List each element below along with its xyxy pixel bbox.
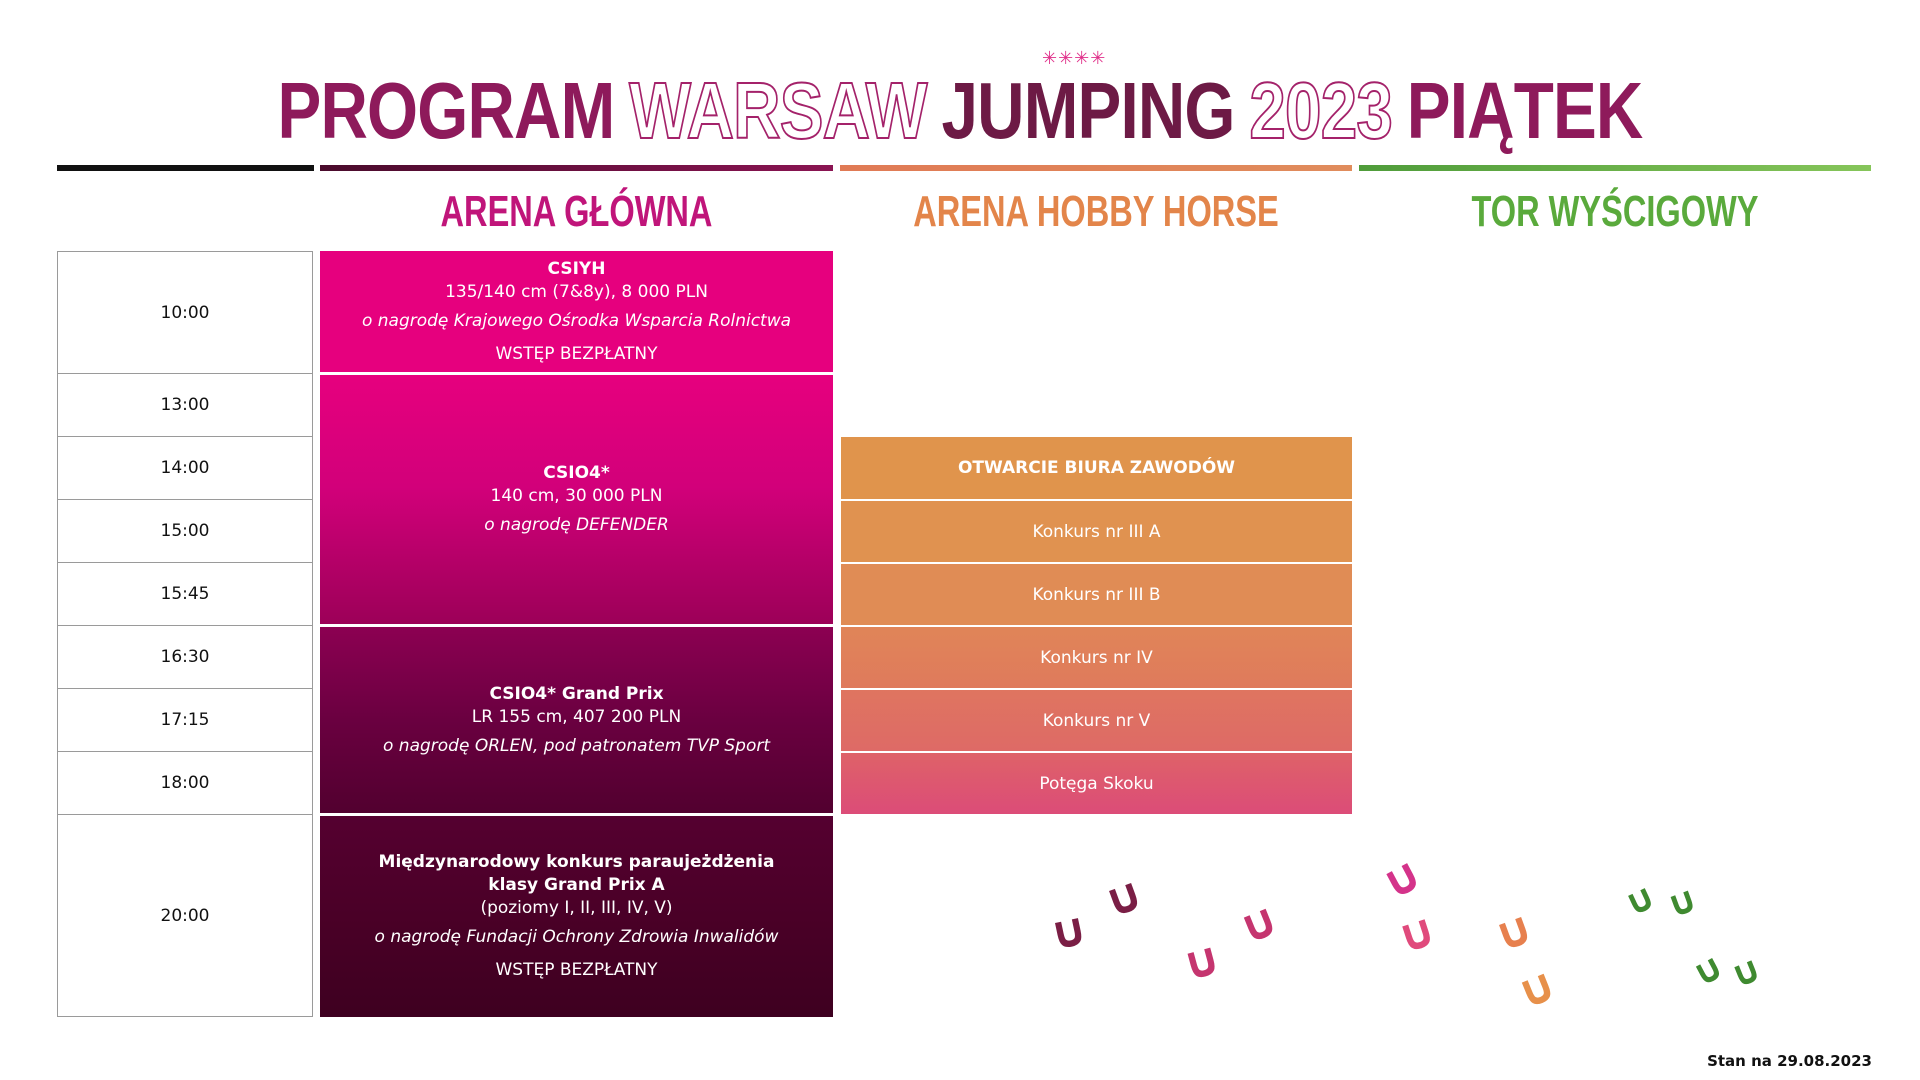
event-title-line2: klasy Grand Prix A bbox=[488, 875, 665, 895]
rule-hobby-arena bbox=[840, 165, 1352, 171]
title-day: PIĄTEK bbox=[1406, 66, 1643, 155]
event-details: (poziomy I, II, III, IV, V) bbox=[480, 898, 673, 918]
title-jumping: JUMPING bbox=[941, 66, 1235, 155]
event-sponsor: o nagrodę Fundacji Ochrony Zdrowia Inwal… bbox=[374, 927, 779, 947]
event-details: 140 cm, 30 000 PLN bbox=[490, 486, 663, 506]
hobby-event-konkurs-v: Konkurs nr V bbox=[841, 690, 1352, 751]
event-block-csiyh: CSIYH 135/140 cm (7&8y), 8 000 PLN o nag… bbox=[320, 251, 833, 372]
horseshoe-icon: ∪ bbox=[1096, 865, 1151, 929]
event-block-paraujezdzenie: Międzynarodowy konkurs paraujeżdżenia kl… bbox=[320, 816, 833, 1017]
time-cell: 17:15 bbox=[57, 688, 313, 752]
time-cell: 15:00 bbox=[57, 499, 313, 563]
event-details: LR 155 cm, 407 200 PLN bbox=[471, 706, 682, 727]
event-block-csio4-grand-prix: CSIO4* Grand Prix LR 155 cm, 407 200 PLN… bbox=[320, 627, 833, 813]
event-sponsor: o nagrodę DEFENDER bbox=[484, 515, 669, 535]
time-cell: 15:45 bbox=[57, 562, 313, 626]
event-block-csio4: CSIO4* 140 cm, 30 000 PLN o nagrodę DEFE… bbox=[320, 375, 833, 624]
rule-main-arena bbox=[320, 165, 833, 171]
event-sponsor: o nagrodę ORLEN, pod patronatem TVP Spor… bbox=[383, 735, 770, 756]
hobby-event-konkurs-iiia: Konkurs nr III A bbox=[841, 501, 1352, 562]
horseshoe-icon: ∪ bbox=[1390, 901, 1443, 965]
horseshoe-icon: ∪ bbox=[1509, 955, 1565, 1021]
header-arena-glowna: ARENA GŁÓWNA bbox=[440, 187, 713, 236]
event-admission: WSTĘP BEZPŁATNY bbox=[495, 960, 658, 980]
time-cell: 18:00 bbox=[57, 751, 313, 815]
horseshoe-icon: ∪ bbox=[1661, 878, 1704, 927]
horseshoe-icon: ∪ bbox=[1486, 899, 1541, 963]
event-sponsor: o nagrodę Krajowego Ośrodka Wsparcia Rol… bbox=[361, 310, 792, 331]
horseshoe-icon: ∪ bbox=[1044, 900, 1093, 962]
time-cell: 20:00 bbox=[57, 814, 313, 1017]
event-title: CSIO4* bbox=[543, 463, 610, 483]
title-program: PROGRAM bbox=[277, 66, 616, 155]
time-cell: 10:00 bbox=[57, 251, 313, 374]
time-cell: 13:00 bbox=[57, 373, 313, 437]
horseshoe-icon: ∪ bbox=[1176, 930, 1227, 992]
time-cell: 14:00 bbox=[57, 436, 313, 500]
rule-tor bbox=[1359, 165, 1871, 171]
hobby-event-konkurs-iv: Konkurs nr IV bbox=[841, 627, 1352, 688]
horseshoe-icon: ∪ bbox=[1685, 945, 1731, 996]
header-arena-hobby-horse: ARENA HOBBY HORSE bbox=[913, 187, 1279, 236]
event-title: Międzynarodowy konkurs paraujeżdżenia bbox=[378, 852, 775, 872]
horseshoe-icon: ∪ bbox=[1231, 890, 1287, 956]
hobby-event-konkurs-iiib: Konkurs nr III B bbox=[841, 564, 1352, 625]
status-date: Stan na 29.08.2023 bbox=[1707, 1052, 1872, 1070]
hobby-event-otwarcie: OTWARCIE BIURA ZAWODÓW bbox=[841, 437, 1352, 499]
sparkle-icon: ✳✳✳✳ bbox=[1042, 48, 1107, 69]
event-details: 135/140 cm (7&8y), 8 000 PLN bbox=[445, 281, 708, 302]
title-warsaw: WARSAW bbox=[628, 65, 928, 156]
time-cell: 16:30 bbox=[57, 625, 313, 689]
event-title: CSIO4* Grand Prix bbox=[489, 683, 664, 704]
horseshoe-icon: ∪ bbox=[1372, 845, 1431, 911]
rule-time-column bbox=[57, 165, 314, 171]
event-admission: WSTĘP BEZPŁATNY bbox=[495, 343, 658, 364]
title-year: 2023 bbox=[1249, 65, 1394, 156]
horseshoe-icon: ∪ bbox=[1725, 948, 1768, 998]
horseshoe-icon: ∪ bbox=[1618, 875, 1663, 926]
event-title: CSIYH bbox=[547, 258, 606, 279]
hobby-event-potega-skoku: Potęga Skoku bbox=[841, 753, 1352, 814]
header-tor-wyscigowy: TOR WYŚCIGOWY bbox=[1471, 187, 1759, 236]
